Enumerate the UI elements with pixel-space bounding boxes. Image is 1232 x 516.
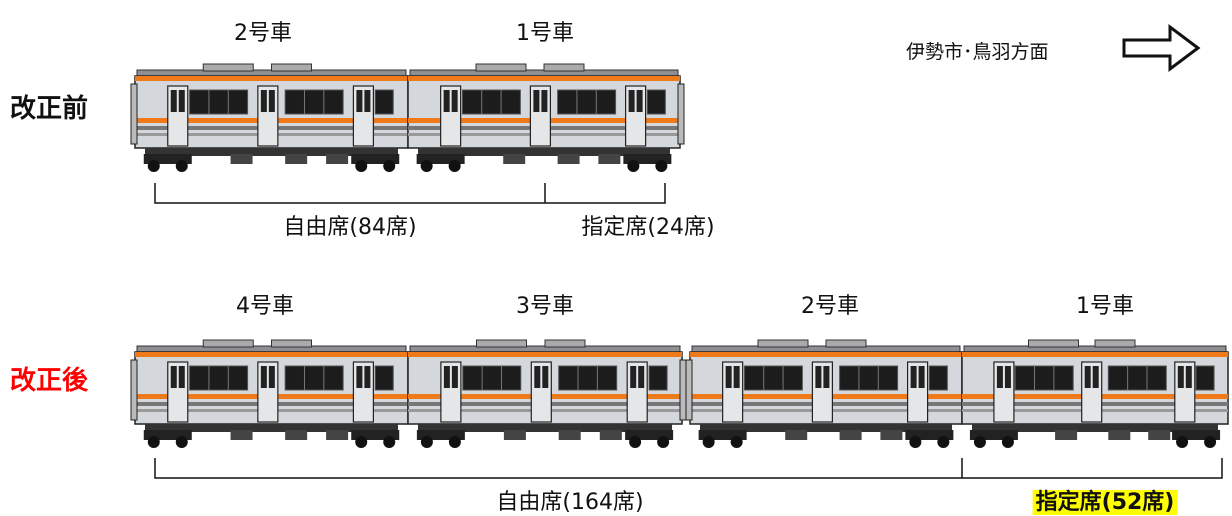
train-car-after-4 xyxy=(130,339,409,448)
train-car-after-1 xyxy=(961,339,1229,448)
before-row-label: 改正前 xyxy=(10,94,89,124)
car-label: 1号車 xyxy=(1076,294,1134,319)
reserved-seat-label-highlighted: 指定席(52席) xyxy=(1032,484,1178,516)
unreserved-seat-label: 自由席(164席) xyxy=(496,490,644,515)
train-car-after-2 xyxy=(685,339,963,448)
train-car-before-1 xyxy=(407,63,685,172)
train-car-before-2 xyxy=(130,63,409,172)
car-label: 1号車 xyxy=(516,21,574,46)
car-label: 2号車 xyxy=(234,21,292,46)
car-label: 2号車 xyxy=(801,294,859,319)
train-car-after-3 xyxy=(407,339,687,448)
after-row-label: 改正後 xyxy=(10,366,89,396)
reserved-seat-label: 指定席(24席) xyxy=(581,215,715,240)
car-label: 4号車 xyxy=(236,294,294,319)
highlighted-seat-text: 指定席(52席) xyxy=(1032,490,1178,515)
before-bracket xyxy=(154,183,666,204)
unreserved-seat-label: 自由席(84席) xyxy=(283,215,417,240)
direction-label: 伊勢市･鳥羽方面 xyxy=(906,41,1049,63)
right-arrow-icon xyxy=(1122,24,1201,72)
car-label: 3号車 xyxy=(516,294,574,319)
after-bracket xyxy=(154,458,1223,479)
